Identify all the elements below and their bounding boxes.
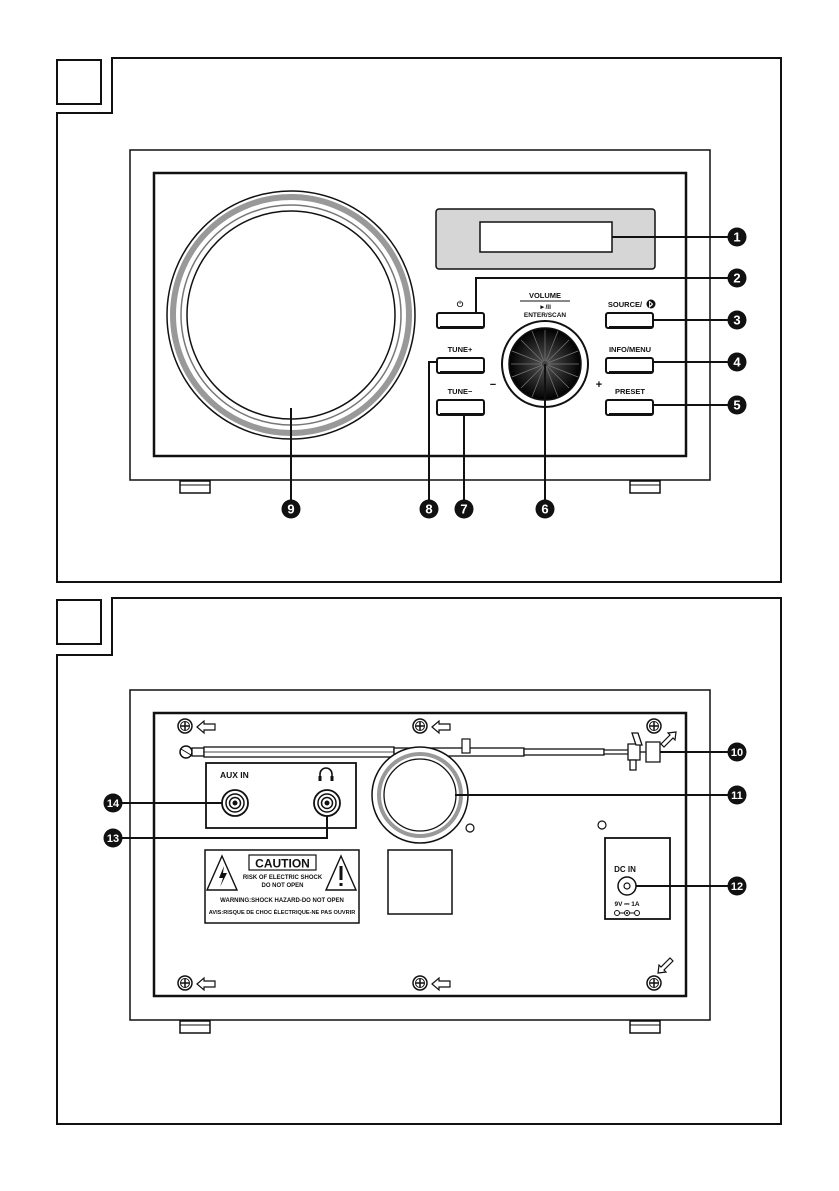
callout-2: 2 — [728, 269, 747, 288]
callout-11: 11 — [728, 786, 747, 805]
caution-title: CAUTION — [255, 857, 310, 871]
source-label: SOURCE/ — [608, 300, 643, 309]
tune-plus-label: TUNE+ — [448, 345, 473, 354]
knob-volume-label: VOLUME — [529, 291, 561, 300]
svg-text:6: 6 — [541, 502, 548, 517]
tune-minus-button[interactable] — [437, 400, 484, 415]
screw-icon — [413, 719, 427, 733]
svg-text:3: 3 — [733, 313, 740, 328]
svg-text:7: 7 — [460, 502, 467, 517]
tune-minus-label: TUNE− — [448, 387, 473, 396]
screw-icon — [178, 719, 192, 733]
knob-plus-label: + — [596, 379, 602, 391]
svg-text:13: 13 — [107, 833, 119, 845]
screw-icon — [647, 719, 661, 733]
caution-line-3: WARNING:SHOCK HAZARD-DO NOT OPEN — [220, 898, 344, 904]
aux-in-jack[interactable] — [222, 790, 248, 816]
caution-line-2: DO NOT OPEN — [261, 883, 303, 889]
knob-play-pause-label: ►/II — [539, 304, 551, 311]
callout-9: 9 — [282, 500, 301, 519]
callout-5: 5 — [728, 396, 747, 415]
knob-enter-scan-label: ENTER/SCAN — [524, 312, 567, 319]
preset-label: PRESET — [615, 387, 645, 396]
callout-13: 13 — [104, 829, 123, 848]
dc-in-jack[interactable] — [618, 877, 636, 895]
callout-6: 6 — [536, 500, 555, 519]
tune-plus-button[interactable] — [437, 358, 484, 373]
callout-3: 3 — [728, 311, 747, 330]
svg-text:4: 4 — [733, 355, 741, 370]
info-menu-label: INFO/MENU — [609, 345, 651, 354]
caution-line-4: AVIS:RISQUE DE CHOC ÉLECTRIQUE-NE PAS OU… — [209, 908, 356, 916]
svg-text:5: 5 — [733, 398, 740, 413]
bluetooth-icon — [647, 300, 656, 309]
svg-text:9: 9 — [287, 502, 294, 517]
mount-hole — [598, 821, 606, 829]
svg-text:10: 10 — [731, 747, 743, 759]
knob-minus-label: − — [490, 379, 496, 391]
callout-7: 7 — [455, 500, 474, 519]
source-button[interactable] — [606, 313, 653, 328]
svg-text:11: 11 — [731, 790, 743, 802]
lcd-display — [436, 209, 655, 269]
screw-icon — [178, 976, 192, 990]
mount-hole — [466, 824, 474, 832]
svg-text:1: 1 — [733, 230, 740, 245]
svg-text:8: 8 — [425, 502, 432, 517]
callout-10: 10 — [728, 743, 747, 762]
info-menu-button[interactable] — [606, 358, 653, 373]
dc-rating-label: 9V ⎓ 1A — [614, 901, 639, 908]
callout-8: 8 — [420, 500, 439, 519]
screw-icon — [647, 976, 661, 990]
callout-4: 4 — [728, 353, 747, 372]
svg-text:12: 12 — [731, 881, 743, 893]
svg-text:2: 2 — [733, 271, 740, 286]
dc-in-label: DC IN — [614, 865, 636, 874]
rating-label-area — [388, 850, 452, 914]
svg-text:14: 14 — [107, 798, 120, 810]
preset-button[interactable] — [606, 400, 653, 415]
power-icon: ⏻ — [457, 300, 464, 309]
aux-in-label: AUX IN — [220, 770, 249, 780]
rear-speaker-port — [372, 747, 468, 843]
caution-line-1: RISK OF ELECTRIC SHOCK — [243, 875, 323, 881]
screw-icon — [413, 976, 427, 990]
power-button[interactable] — [437, 313, 484, 328]
front-speaker — [167, 191, 415, 439]
callout-12: 12 — [728, 877, 747, 896]
headphone-jack[interactable] — [314, 790, 340, 816]
callout-1: 1 — [728, 228, 747, 247]
callout-14: 14 — [104, 794, 123, 813]
